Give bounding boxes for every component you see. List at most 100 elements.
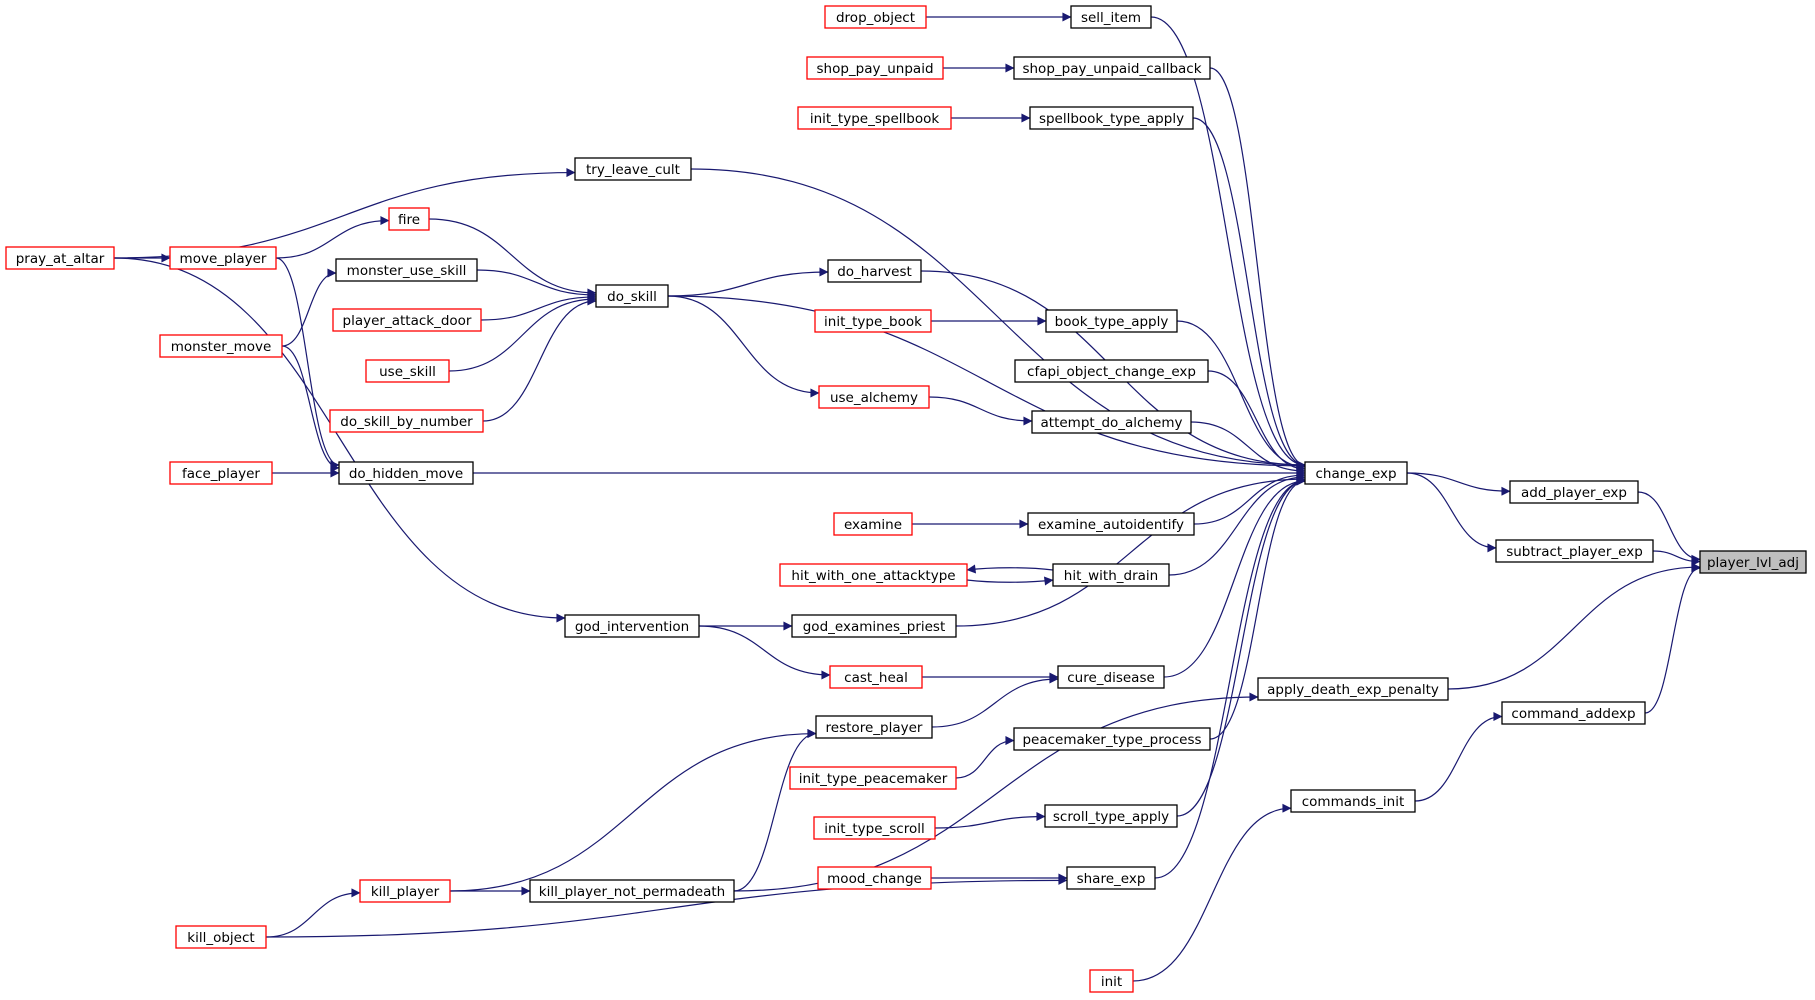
edge-attempt_do_alchemy-to-change_exp xyxy=(1190,421,1306,476)
node-label: try_leave_cult xyxy=(586,162,680,178)
edge-add_player_exp-to-player_lvl_adj xyxy=(1637,491,1701,564)
node-label: subtract_player_exp xyxy=(1506,544,1643,560)
node-do-skill-by-number[interactable]: do_skill_by_number xyxy=(329,409,484,433)
node-box xyxy=(335,258,478,282)
node-label: commands_init xyxy=(1302,794,1405,810)
node-mood-change[interactable]: mood_change xyxy=(817,866,932,890)
node-player-attack-door[interactable]: player_attack_door xyxy=(332,308,482,332)
node-label: use_alchemy xyxy=(830,390,918,406)
node-examine[interactable]: examine xyxy=(833,512,913,536)
node-sell-item[interactable]: sell_item xyxy=(1070,5,1152,29)
node-god-intervention[interactable]: god_intervention xyxy=(564,614,700,638)
edge-use_skill-to-do_skill xyxy=(448,294,597,372)
edge-commands_init-to-command_addexp xyxy=(1414,712,1503,802)
node-box xyxy=(175,925,267,949)
node-label: do_hidden_move xyxy=(349,466,463,482)
node-label: monster_use_skill xyxy=(347,263,467,279)
node-kill-player[interactable]: kill_player xyxy=(359,879,451,903)
node-scroll-type-apply[interactable]: scroll_type_apply xyxy=(1044,804,1178,828)
node-change-exp[interactable]: change_exp xyxy=(1304,461,1408,485)
node-init-type-peacemaker[interactable]: init_type_peacemaker xyxy=(789,766,957,790)
node-try-leave-cult[interactable]: try_leave_cult xyxy=(574,157,692,181)
edge-init-to-commands_init xyxy=(1132,803,1292,982)
node-use-skill[interactable]: use_skill xyxy=(365,359,450,383)
node-drop-object[interactable]: drop_object xyxy=(824,5,927,29)
node-label: drop_object xyxy=(836,10,915,26)
node-shop-pay-unpaid[interactable]: shop_pay_unpaid xyxy=(806,56,944,80)
node-do-skill[interactable]: do_skill xyxy=(595,284,669,308)
node-face-player[interactable]: face_player xyxy=(169,461,273,485)
node-box xyxy=(815,715,933,739)
node-label: attempt_do_alchemy xyxy=(1041,415,1183,431)
node-add-player-exp[interactable]: add_player_exp xyxy=(1509,480,1639,504)
node-box xyxy=(1495,539,1654,563)
edge-monster_move-to-monster_use_skill xyxy=(281,268,337,347)
node-label: add_player_exp xyxy=(1521,485,1627,501)
node-kill-player-not-permadeath[interactable]: kill_player_not_permadeath xyxy=(529,879,735,903)
node-monster-use-skill[interactable]: monster_use_skill xyxy=(335,258,478,282)
edge-examine_autoidentify-to-change_exp xyxy=(1193,470,1306,525)
node-commands-init[interactable]: commands_init xyxy=(1290,789,1416,813)
node-player-lvl-adj[interactable]: player_lvl_adj xyxy=(1699,550,1807,574)
node-god-examines-priest[interactable]: god_examines_priest xyxy=(791,614,957,638)
node-label: scroll_type_apply xyxy=(1053,809,1169,825)
node-apply-death-exp-penalty[interactable]: apply_death_exp_penalty xyxy=(1257,677,1449,701)
node-peacemaker-type-process[interactable]: peacemaker_type_process xyxy=(1013,727,1211,751)
node-subtract-player-exp[interactable]: subtract_player_exp xyxy=(1495,539,1654,563)
node-init-type-scroll[interactable]: init_type_scroll xyxy=(813,816,936,840)
edge-do_skill-to-use_alchemy xyxy=(667,295,820,398)
node-label: hit_with_drain xyxy=(1064,568,1158,584)
node-box xyxy=(1013,56,1211,80)
node-init-type-book[interactable]: init_type_book xyxy=(814,309,932,333)
node-hit-with-one-attacktype[interactable]: hit_with_one_attacktype xyxy=(779,563,968,587)
node-init[interactable]: init xyxy=(1089,969,1134,993)
node-fire[interactable]: fire xyxy=(388,207,430,231)
node-label: player_attack_door xyxy=(343,313,472,329)
edge-command_addexp-to-player_lvl_adj xyxy=(1644,563,1701,714)
edge-restore_player-to-cure_disease xyxy=(931,674,1059,728)
node-move-player[interactable]: move_player xyxy=(169,246,277,270)
node-label: shop_pay_unpaid xyxy=(816,61,933,77)
node-restore-player[interactable]: restore_player xyxy=(815,715,933,739)
node-label: player_lvl_adj xyxy=(1707,555,1799,571)
node-cure-disease[interactable]: cure_disease xyxy=(1057,665,1165,689)
edge-share_exp-to-change_exp xyxy=(1154,476,1306,879)
node-do-hidden-move[interactable]: do_hidden_move xyxy=(338,461,474,485)
edge-hit_with_drain-to-hit_with_one_attacktype xyxy=(966,564,1054,574)
node-box xyxy=(1031,410,1192,434)
edge-move_player-to-do_hidden_move xyxy=(275,257,340,470)
node-hit-with-drain[interactable]: hit_with_drain xyxy=(1052,563,1170,587)
node-share-exp[interactable]: share_exp xyxy=(1066,866,1156,890)
node-monster-move[interactable]: monster_move xyxy=(159,334,283,358)
node-box xyxy=(574,157,692,181)
edge-spellbook_type_apply-to-change_exp xyxy=(1192,117,1306,470)
edge-hit_with_one_attacktype-to-hit_with_drain xyxy=(966,576,1054,586)
node-label: god_examines_priest xyxy=(803,619,946,635)
node-kill-object[interactable]: kill_object xyxy=(175,925,267,949)
edge-fire-to-do_skill xyxy=(428,218,597,298)
node-box xyxy=(365,359,450,383)
node-box xyxy=(1257,677,1449,701)
edge-move_player-to-fire xyxy=(275,216,390,259)
edge-book_type_apply-to-change_exp xyxy=(1176,320,1306,472)
edge-god_intervention-to-cast_heal xyxy=(698,625,831,680)
node-init-type-spellbook[interactable]: init_type_spellbook xyxy=(797,106,952,130)
node-cast-heal[interactable]: cast_heal xyxy=(829,665,923,689)
node-spellbook-type-apply[interactable]: spellbook_type_apply xyxy=(1029,106,1194,130)
node-shop-pay-unpaid-callback[interactable]: shop_pay_unpaid_callback xyxy=(1013,56,1211,80)
node-attempt-do-alchemy[interactable]: attempt_do_alchemy xyxy=(1031,410,1192,434)
node-box xyxy=(779,563,968,587)
node-label: kill_player xyxy=(371,884,440,900)
node-do-harvest[interactable]: do_harvest xyxy=(827,259,922,283)
edge-cure_disease-to-change_exp xyxy=(1163,476,1306,678)
node-label: init_type_peacemaker xyxy=(799,771,948,787)
edge-kill_player-to-restore_player xyxy=(449,729,817,892)
node-use-alchemy[interactable]: use_alchemy xyxy=(818,385,930,409)
node-command-addexp[interactable]: command_addexp xyxy=(1501,701,1646,725)
node-cfapi-object-change-exp[interactable]: cfapi_object_change_exp xyxy=(1014,359,1209,383)
node-book-type-apply[interactable]: book_type_apply xyxy=(1045,309,1178,333)
edge-change_exp-to-subtract_player_exp xyxy=(1406,472,1497,553)
node-examine-autoidentify[interactable]: examine_autoidentify xyxy=(1027,512,1195,536)
node-pray-at-altar[interactable]: pray_at_altar xyxy=(5,246,115,270)
node-label: sell_item xyxy=(1081,10,1141,26)
